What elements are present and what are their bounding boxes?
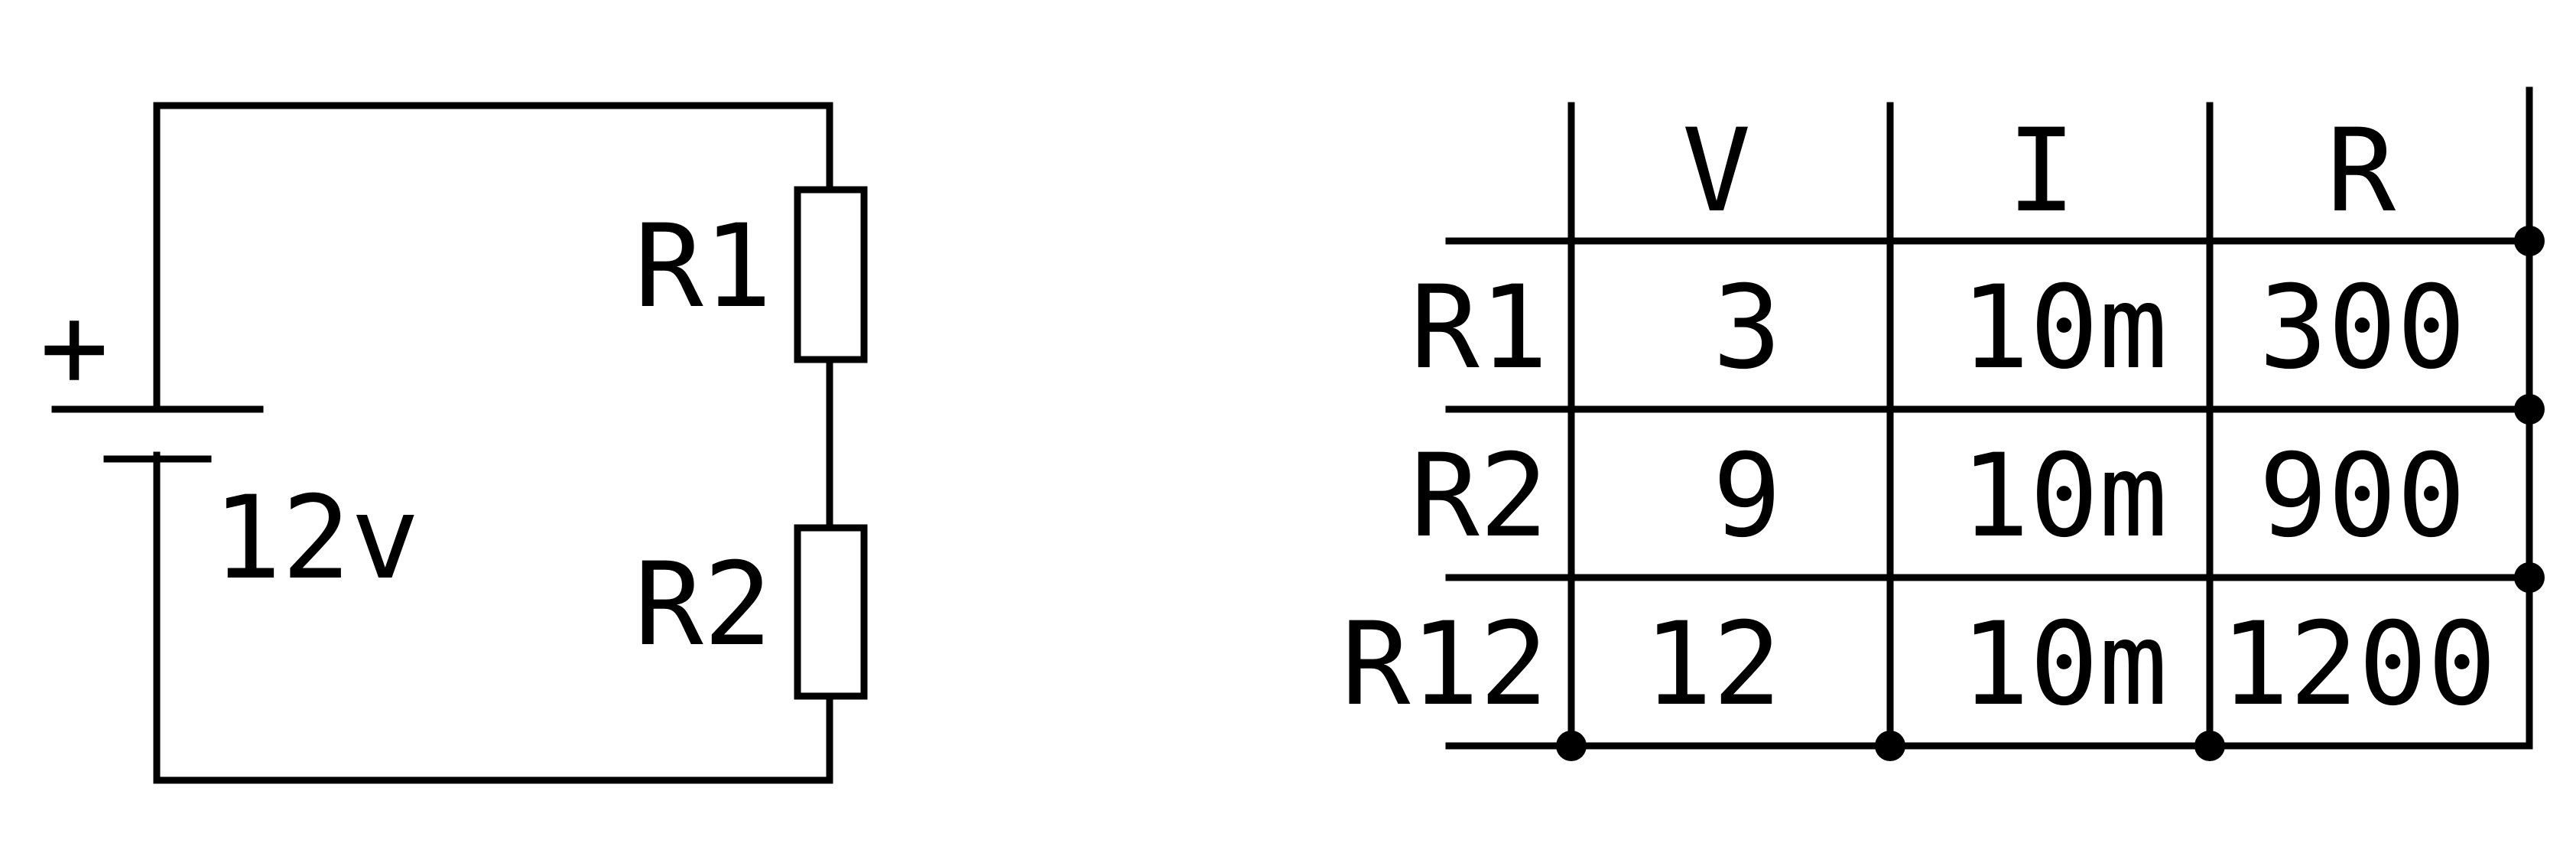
table-row-label-r2: R2	[1410, 430, 1548, 563]
battery-voltage-label: 12v	[213, 472, 420, 605]
resistor-r2-body	[794, 524, 868, 700]
table-cell-r12-r: 1200	[2220, 598, 2496, 731]
battery-plus-sign: +	[40, 281, 109, 414]
resistor-r1-body	[794, 186, 868, 363]
wire-bottom	[153, 451, 833, 784]
table-junction-dot	[2514, 562, 2545, 593]
battery: + 12v	[40, 281, 420, 605]
table-cell-r12-v: 12	[1643, 598, 1782, 731]
table-cell-r1-i: 10m	[1960, 262, 2168, 395]
table-row-label-r12: R12	[1341, 598, 1548, 731]
table-header-v: V	[1682, 105, 1751, 238]
table-cell-r2-i: 10m	[1960, 430, 2168, 563]
resistor-r1: R1	[634, 186, 868, 363]
table-header-i: I	[2007, 105, 2076, 238]
wire-top-left	[153, 102, 833, 413]
circuit-schematic: + 12v R1 R2	[40, 102, 868, 784]
table-junction-dot	[2194, 731, 2225, 761]
table-junction-dot	[2514, 394, 2545, 425]
resistor-r2: R2	[634, 524, 868, 700]
table-cell-r12-i: 10m	[1960, 598, 2168, 731]
table-cell-r2-r: 900	[2259, 430, 2466, 563]
resistor-r2-label: R2	[634, 539, 772, 672]
resistor-r1-label: R1	[634, 200, 772, 334]
values-table: V I R R1 R2 R12 3 10m 300 9 10m 900 12 1…	[1341, 86, 2545, 761]
table-row-label-r1: R1	[1410, 262, 1548, 395]
table-cell-r1-r: 300	[2259, 262, 2466, 395]
table-junction-dot	[1556, 731, 1587, 761]
table-cell-r1-v: 3	[1713, 262, 1782, 395]
table-header-r: R	[2327, 105, 2396, 238]
table-junction-dot	[1875, 731, 1905, 761]
table-cell-r2-v: 9	[1713, 430, 1782, 563]
table-junction-dot	[2514, 226, 2545, 256]
